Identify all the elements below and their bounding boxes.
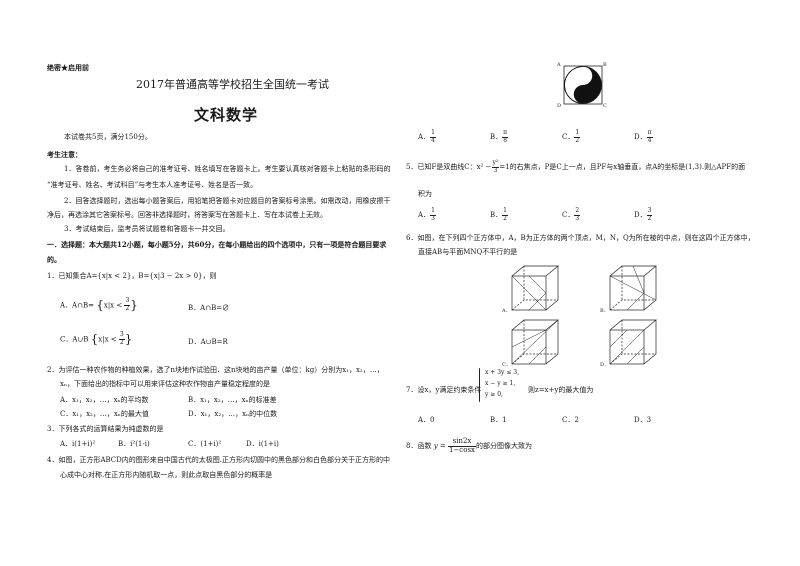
secret-label: 绝密★启用前 — [47, 63, 89, 72]
section1-line2: 的。 — [47, 255, 61, 264]
q7-stem-post: 则z=x+y的最大值为 — [528, 386, 594, 394]
q7-constraint-2: x − y ≥ 1, — [485, 380, 516, 387]
q4-line1: 4．如图，正方形ABCD内的图形来自中国古代的太极图.正方形内切圆中的黑色部分和… — [47, 456, 390, 464]
taiji-label-d: D — [557, 103, 562, 109]
q7-constraint-3: y ≥ 0, — [485, 391, 503, 398]
cube-figure-c: C． — [502, 316, 562, 371]
cube-a-label: A． — [502, 308, 511, 314]
q1-c-set: x|x < — [98, 335, 117, 344]
q7-option-b: B．1 — [490, 416, 507, 424]
q2-option-b: B．x₁，x₂，…，xₙ的标准差 — [188, 396, 277, 404]
cube-d-label: D． — [600, 362, 610, 368]
cube-figure-b: B． — [600, 262, 660, 317]
notice-1b: “准考证号、姓名、考试科目”与考生本人准考证号、姓名是否一致。 — [47, 181, 258, 189]
notice-2b: 净后，再选涂其它答案标号。回答非选择题时，将答案写在答题卡上．写在本试卷上无效。 — [47, 211, 327, 219]
q4-line2: 心成中心对称.在正方形内随机取一点，则此点取自黑色部分的概率是 — [60, 471, 273, 479]
notice-3: 3．考试结束后，监考员将试题卷和答题卡一并交回。 — [64, 225, 230, 233]
q1-a-pre: A．A∩B= — [60, 301, 94, 310]
cube-figure-a: A． — [502, 262, 562, 317]
q8-pre: 8．函数 — [406, 442, 432, 451]
q1-set-a: {x|x < 2} — [97, 272, 132, 280]
q2-line2: xₙ，下面给出的指标中可以用来评估这种农作物亩产量稳定程度的是 — [60, 380, 270, 388]
taiji-diagram — [563, 65, 603, 105]
q1-c-lbrace: { — [90, 332, 99, 346]
q1-c-pre: C．A∪B — [60, 335, 89, 344]
q2-line1: 2．为评估一种农作物的种植效果，选了n块地作试验田．这n块地的亩产量（单位：kg… — [47, 366, 384, 374]
q1-option-d: D．A∪B=R — [188, 338, 228, 346]
q3-stem: 3．下列各式的运算结果为纯虚数的是 — [47, 425, 164, 433]
notice-head: 考生注意： — [47, 150, 82, 159]
intro-pages: 本试卷共5页，满分150分。 — [64, 133, 152, 141]
q1-stem: 1．已知集合A={x|x < 2}，B={x|3 − 2x > 0}，则 — [47, 272, 216, 281]
q6-line2: 直接AB与平面MNQ不平行的是 — [418, 248, 518, 256]
q2-option-c: C．x₁，x₂，…，xₙ的最大值 — [60, 410, 149, 418]
q1-stem-post: ，则 — [202, 272, 217, 280]
q7-constraint-1: x + 3y ≤ 3, — [485, 369, 519, 376]
q3-option-c: C．(1+i)² — [188, 440, 222, 448]
cube-figure-d: D． — [600, 316, 660, 371]
section1-line1: 一．选择题：本大题共12小题，每小题5分，共60分，在每小题给出的四个选项中，只… — [47, 240, 387, 249]
q1-option-b: B．A∩B=∅ — [188, 304, 230, 312]
q1-a-rbrace: } — [130, 298, 138, 312]
q8-post: 的部分图像大致为 — [475, 442, 532, 451]
q7-stem-pre: 7．设x，y满足约束条件 — [406, 386, 482, 394]
taiji-label-a: A — [557, 62, 561, 68]
q8-y: y = — [433, 442, 446, 451]
taiji-label-b: B — [603, 62, 607, 68]
notice-2a: 2．回答选择题时，选出每小题答案后，用铅笔把答题卡对应题目的答案标号涂黑。如需改… — [64, 197, 391, 205]
q3-option-a: A．i(1+i)² — [60, 440, 96, 448]
q1-stem-mid: ，B= — [131, 272, 150, 280]
notice-1a: 1．答卷前，考生务必将自己的准考证号、姓名填写在答题卡上。考生要认真核对答题卡上… — [64, 165, 391, 173]
q7-option-c: C．2 — [562, 416, 579, 424]
taiji-figure: A B C D — [557, 62, 607, 112]
q7-option-a: A．0 — [418, 416, 435, 424]
q1-a-lbrace: { — [96, 298, 104, 312]
q5-pre: 5．已知F是双曲线C：x² − — [406, 163, 492, 172]
exam-title: 2017年普通高等学校招生全国统一考试 — [136, 78, 329, 91]
q1-a-set: x|x < — [103, 301, 123, 310]
subject-title: 文科数学 — [194, 106, 259, 124]
q1-c-rbrace: } — [124, 332, 133, 346]
q5-post: =1的右焦点，P是C上一点，且PF与x轴垂直，点A的坐标是(1,3).则△APF… — [499, 163, 746, 172]
cube-c-label: C． — [502, 362, 511, 368]
q7-option-d: D．3 — [634, 416, 652, 424]
cube-b-label: B． — [600, 308, 609, 314]
q2-option-d: D．x₁，x₂，…，xₙ的中位数 — [188, 410, 278, 418]
q1-stem-pre: 1．已知集合A= — [47, 272, 98, 280]
q3-option-b: B．i²(1-i) — [118, 440, 150, 448]
q2-option-a: A．x₁，x₂，…，xₙ的平均数 — [60, 396, 149, 404]
q3-option-d: D．i(1+i) — [246, 440, 279, 448]
q7-brace — [479, 368, 480, 402]
q1-set-b: {x|3 − 2x > 0} — [149, 272, 203, 280]
q6-line1: 6．如图，在下列四个正方体中，A，B为正方体的两个顶点，M，N，Q为所在棱的中点… — [406, 234, 755, 242]
q5-line2: 积为 — [418, 190, 432, 198]
taiji-label-c: C — [603, 103, 607, 109]
